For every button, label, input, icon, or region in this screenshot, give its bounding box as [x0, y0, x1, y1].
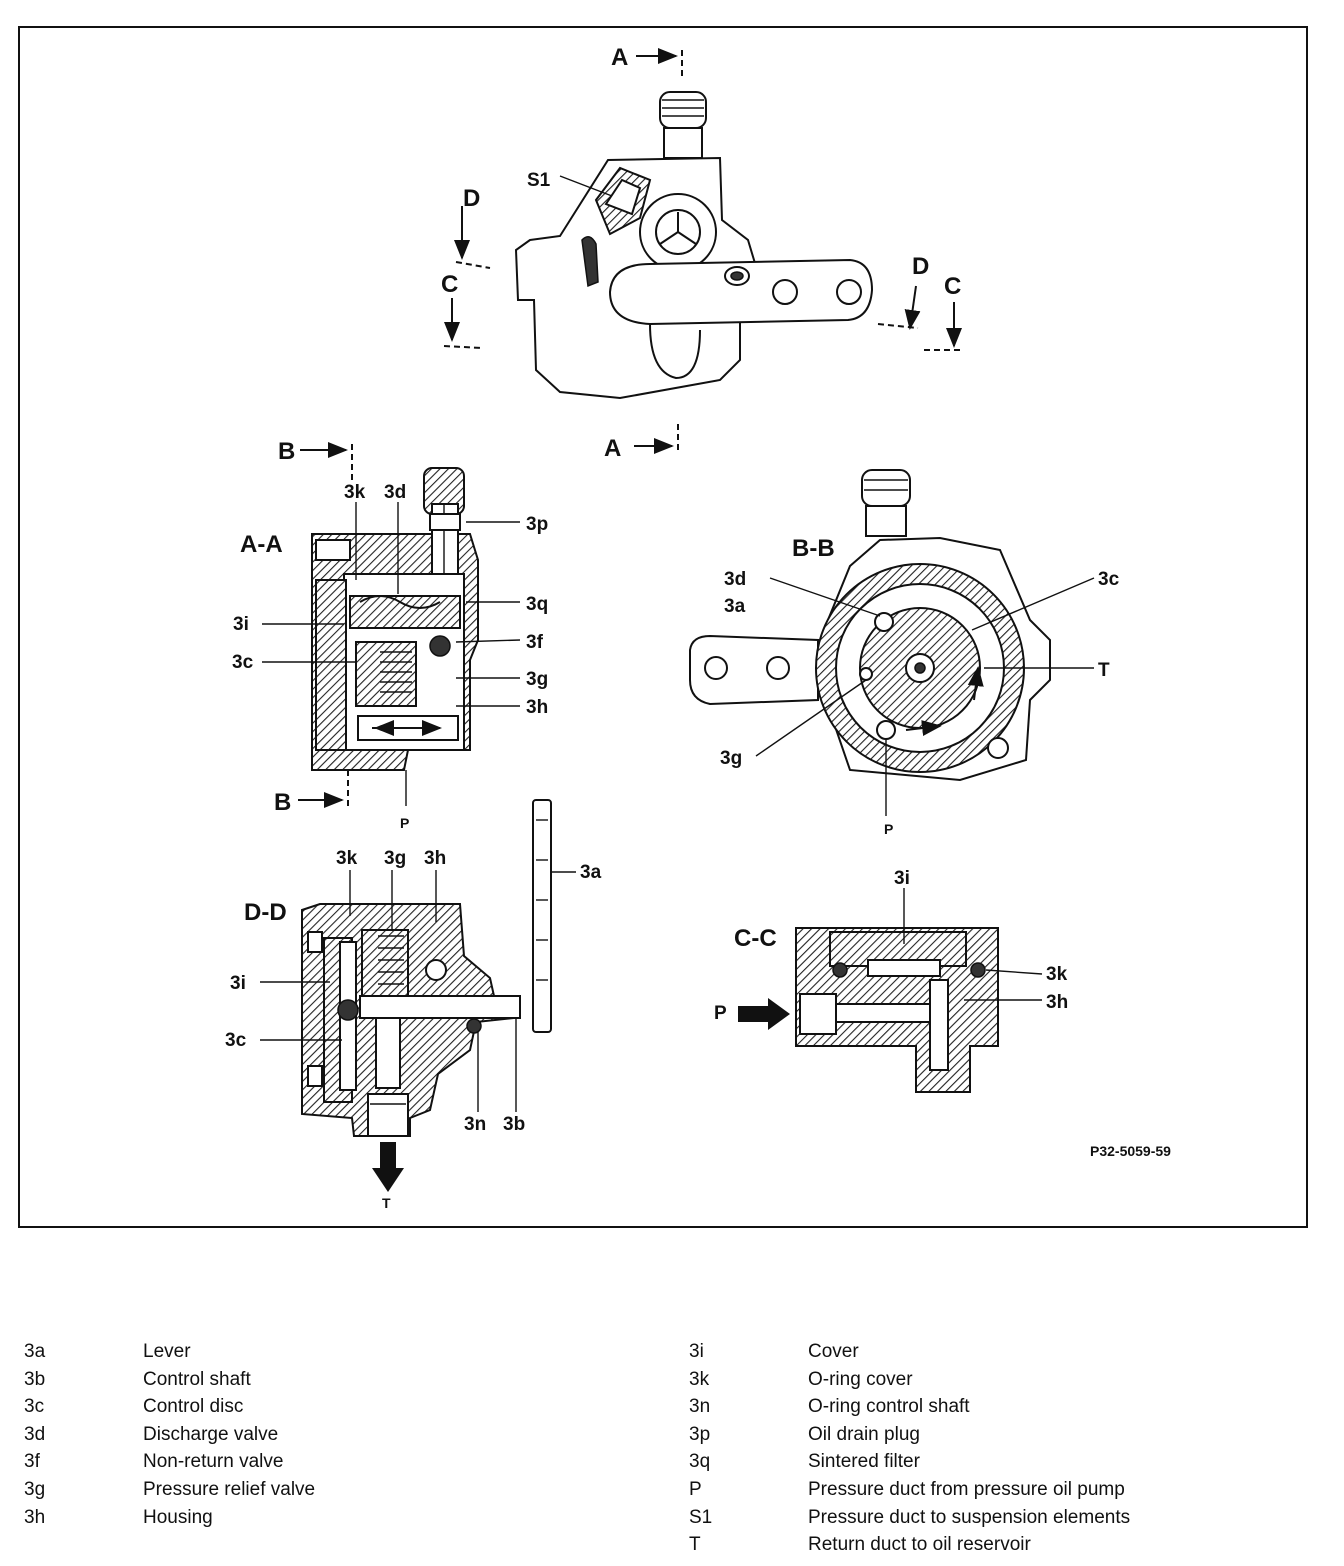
aa-label-3f: 3f — [526, 632, 544, 653]
legend-code: 3k — [689, 1368, 710, 1390]
top-section-mark-d: D — [912, 253, 929, 280]
dd-label-t: T — [382, 1195, 391, 1211]
legend-row: 3b Control shaft — [24, 1366, 315, 1394]
legend-description: Sintered filter — [808, 1451, 920, 1473]
aa-label-p: P — [400, 815, 409, 831]
valve-technical-drawing: A A S1 D C D C — [225, 44, 1171, 1211]
legend-description: Discharge valve — [143, 1423, 279, 1445]
legend-code: 3h — [24, 1506, 46, 1528]
dd-label-3n: 3n — [464, 1114, 486, 1135]
aa-label-3d: 3d — [384, 482, 406, 503]
top-section-mark-d: D — [463, 185, 480, 212]
legend-row: 3f Non-return valve — [24, 1448, 315, 1476]
figure-frame — [18, 26, 1308, 1228]
legend-code: 3g — [24, 1478, 46, 1500]
legend-row: 3n O-ring control shaft — [689, 1393, 1130, 1421]
legend-code: 3d — [24, 1423, 46, 1445]
aa-label-3c: 3c — [232, 652, 254, 673]
section-cc — [738, 888, 1043, 1093]
bb-label-3g: 3g — [720, 748, 742, 769]
cc-label-p: P — [714, 1003, 727, 1024]
legend-description: Pressure duct to suspension elements — [808, 1506, 1131, 1528]
section-dd — [260, 799, 576, 1192]
legend-code: S1 — [689, 1506, 713, 1528]
legend-code: 3f — [24, 1451, 40, 1473]
legend-code: P — [689, 1478, 702, 1500]
legend-row: 3d Discharge valve — [24, 1421, 315, 1449]
cc-label-3i: 3i — [894, 868, 910, 889]
legend-row: 3k O-ring cover — [689, 1366, 1130, 1394]
legend-code: 3c — [24, 1396, 45, 1418]
top-label-s1: S1 — [527, 170, 551, 191]
legend-row: T Return duct to oil reservoir — [689, 1531, 1130, 1559]
aa-label-3h: 3h — [526, 697, 548, 718]
top-section-mark-c: C — [441, 271, 458, 298]
legend-code: 3b — [24, 1368, 46, 1390]
legend-description: Non-return valve — [143, 1451, 284, 1473]
legend-row: 3p Oil drain plug — [689, 1421, 1130, 1449]
dd-label-3k: 3k — [336, 848, 358, 869]
section-cc-title: C-C — [734, 925, 777, 952]
bb-label-3a: 3a — [724, 596, 746, 617]
legend-left-column: 3a Lever 3b Control shaft 3c Control disc 3… — [24, 1338, 315, 1531]
legend-description: O-ring cover — [808, 1368, 913, 1390]
legend-right-column: 3i Cover 3k O-ring cover 3n O-ring control … — [689, 1338, 1130, 1559]
section-aa — [262, 442, 521, 808]
legend-code: 3i — [689, 1341, 704, 1362]
dd-label-3a: 3a — [580, 862, 602, 883]
legend-description: Pressure duct from pressure oil pump — [808, 1478, 1125, 1500]
cc-label-3h: 3h — [1046, 992, 1068, 1013]
legend-row: 3a Lever — [24, 1338, 315, 1366]
section-aa-title: A-A — [240, 531, 283, 558]
aa-label-3q: 3q — [526, 594, 548, 615]
cc-label-3k: 3k — [1046, 964, 1068, 985]
section-bb — [689, 469, 1095, 816]
bb-label-t: T — [1098, 660, 1110, 681]
legend-description: Housing — [143, 1506, 213, 1528]
dd-label-3b: 3b — [503, 1114, 525, 1135]
legend-row: 3g Pressure relief valve — [24, 1476, 315, 1504]
legend-description: Control shaft — [143, 1368, 251, 1390]
top-section-mark-a: A — [611, 44, 628, 71]
top-section-mark-a: A — [604, 435, 621, 462]
top-section-mark-c: C — [944, 273, 961, 300]
dd-label-3g: 3g — [384, 848, 406, 869]
aa-label-3g: 3g — [526, 669, 548, 690]
legend-description: Pressure relief valve — [143, 1478, 316, 1500]
legend-description: Cover — [808, 1341, 859, 1362]
dd-label-3i: 3i — [230, 973, 246, 994]
figure-reference-number: P32-5059-59 — [1090, 1143, 1171, 1159]
legend-description: O-ring control shaft — [808, 1396, 970, 1418]
top-view — [443, 48, 962, 454]
dd-label-3c: 3c — [225, 1030, 247, 1051]
legend-code: 3n — [689, 1396, 711, 1418]
bb-label-3d: 3d — [724, 569, 746, 590]
bb-label-3c: 3c — [1098, 569, 1120, 590]
aa-label-3i: 3i — [233, 614, 249, 635]
legend-description: Return duct to oil reservoir — [808, 1534, 1031, 1556]
bb-label-p: P — [884, 821, 893, 837]
aa-label-3p: 3p — [526, 514, 548, 535]
legend-code: T — [689, 1534, 701, 1556]
legend-row: 3i Cover — [689, 1338, 1130, 1366]
aa-section-mark-b: B — [274, 789, 291, 816]
legend-row: 3c Control disc — [24, 1393, 315, 1421]
section-dd-title: D-D — [244, 899, 287, 926]
section-bb-title: B-B — [792, 535, 835, 562]
legend-description: Oil drain plug — [808, 1423, 920, 1445]
dd-label-3h: 3h — [424, 848, 446, 869]
aa-section-mark-b: B — [278, 438, 295, 465]
legend-row: 3h Housing — [24, 1504, 315, 1532]
legend-description: Control disc — [143, 1396, 244, 1418]
aa-label-3k: 3k — [344, 482, 366, 503]
legend-description: Lever — [143, 1341, 191, 1362]
legend-code: 3p — [689, 1423, 711, 1445]
legend-row: S1 Pressure duct to suspension elements — [689, 1504, 1130, 1532]
legend-code: 3a — [24, 1341, 46, 1362]
legend-row: 3q Sintered filter — [689, 1448, 1130, 1476]
legend-code: 3q — [689, 1451, 711, 1473]
legend-row: P Pressure duct from pressure oil pump — [689, 1476, 1130, 1504]
